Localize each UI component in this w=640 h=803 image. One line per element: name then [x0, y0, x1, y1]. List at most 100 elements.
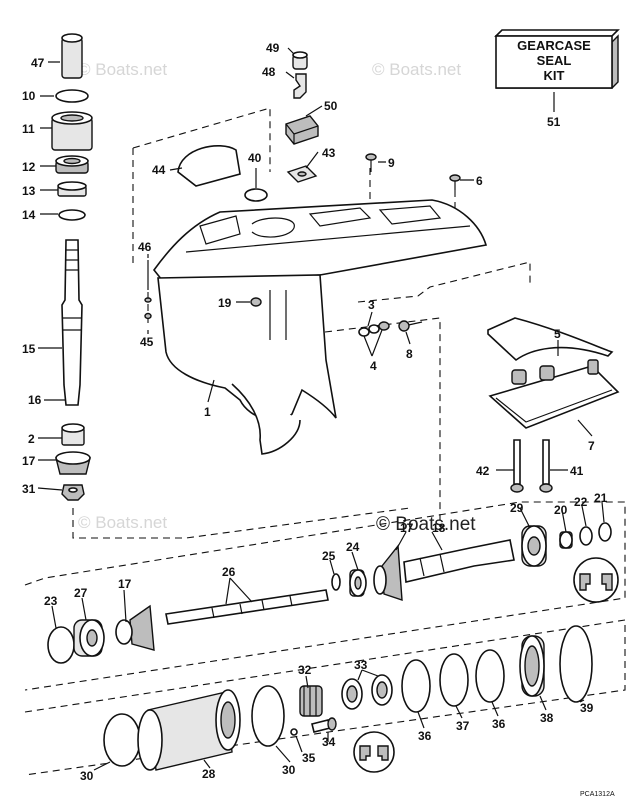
callout-33: 33: [354, 658, 368, 672]
part-48-hose: [293, 73, 307, 99]
callout-51: 51: [547, 115, 561, 129]
seal-tool-icon: [573, 557, 619, 603]
callout-38: 38: [540, 711, 554, 725]
part-36-shim: [401, 659, 431, 713]
part-3-4-fastener-set: [358, 321, 390, 337]
part-43-plate: [286, 165, 318, 183]
guide-line: [132, 107, 271, 172]
seal-tool-icon: [353, 731, 395, 773]
callout-24: 24: [346, 540, 360, 554]
part-24-bearing: [349, 569, 367, 597]
callout-32: 32: [298, 663, 312, 677]
watermark: © Boats.net: [376, 514, 476, 535]
part-27-bearing: [73, 619, 105, 657]
part-29-bearing-carrier: [521, 525, 547, 567]
part-12-bearing: [55, 155, 89, 174]
callout-36: 36: [418, 729, 432, 743]
callout-48: 48: [262, 65, 276, 79]
callout-37: 37: [456, 719, 470, 733]
guide-line: [324, 317, 441, 520]
callout-13: 13: [22, 184, 36, 198]
callout-22: 22: [574, 495, 588, 509]
part-30-o-ring: [103, 713, 141, 767]
callout-34: 34: [322, 735, 336, 749]
callout-18: 18: [432, 521, 446, 535]
part-11-bearing-housing: [51, 111, 93, 151]
callout-17: 17: [22, 454, 36, 468]
part-22-seal: [579, 526, 593, 546]
kit-label-line1: GEARCASE: [517, 38, 591, 53]
part-34-screw: [311, 717, 337, 733]
callout-25: 25: [322, 549, 336, 563]
part-39-o-ring: [559, 625, 593, 703]
callout-40: 40: [248, 151, 262, 165]
guide-line: [24, 619, 626, 776]
part-18-clutch-shaft: [403, 539, 515, 583]
callout-49: 49: [266, 41, 280, 55]
callout-5: 5: [554, 327, 561, 341]
part-23-o-ring: [47, 626, 75, 664]
part-26-propeller-shaft: [165, 589, 329, 625]
callout-4: 4: [370, 359, 377, 373]
part-7-cover-plate: [488, 359, 620, 429]
callout-17: 17: [118, 577, 132, 591]
callout-20: 20: [554, 503, 568, 517]
callout-42: 42: [476, 464, 490, 478]
part-10-seal-ring: [55, 89, 89, 103]
callout-16: 16: [28, 393, 42, 407]
callout-50: 50: [324, 99, 338, 113]
callout-36: 36: [492, 717, 506, 731]
callout-2: 2: [28, 432, 35, 446]
callout-47: 47: [31, 56, 45, 70]
part-32-needle-bearing: [299, 685, 323, 717]
callout-41: 41: [570, 464, 584, 478]
watermark: © Boats.net: [78, 513, 167, 532]
part-36-shim: [475, 649, 505, 703]
part-9-screw: [365, 153, 377, 172]
callout-43: 43: [322, 146, 336, 160]
part-31-nut: [61, 484, 85, 501]
part-44-cover: [177, 145, 241, 187]
part-1-gearcase-housing: [152, 199, 488, 455]
callout-7: 7: [588, 439, 595, 453]
part-21-seal: [598, 522, 612, 542]
part-47-bushing: [61, 33, 83, 79]
part-17-pinion-gear: [55, 451, 91, 475]
callout-45: 45: [140, 335, 154, 349]
part-40-o-ring: [244, 188, 268, 202]
kit-label-line3: KIT: [544, 68, 565, 83]
callout-23: 23: [44, 594, 58, 608]
part-35-ball: [290, 728, 298, 736]
callout-26: 26: [222, 565, 236, 579]
part-5-gasket: [487, 317, 614, 362]
callout-35: 35: [302, 751, 316, 765]
part-17-forward-gear: [115, 604, 155, 651]
part-30-o-ring: [251, 685, 285, 747]
callout-12: 12: [22, 160, 36, 174]
watermark: © Boats.net: [372, 60, 461, 79]
part-8-screw: [398, 320, 423, 332]
part-14-shim: [58, 209, 86, 221]
part-49-grommet: [292, 51, 308, 70]
part-33-seal-pair: [341, 674, 393, 710]
part-2-bearing: [61, 423, 85, 446]
callout-30: 30: [282, 763, 296, 777]
callout-31: 31: [22, 482, 36, 496]
callout-8: 8: [406, 347, 413, 361]
callout-44: 44: [152, 163, 166, 177]
callout-27: 27: [74, 586, 88, 600]
part-41-bolt: [539, 439, 553, 493]
watermark: © Boats.net: [78, 60, 167, 79]
guide-line: [72, 507, 411, 539]
kit-label-line2: SEAL: [537, 53, 572, 68]
diagram-code: PCA1312A: [580, 791, 615, 798]
callout-46: 46: [138, 240, 152, 254]
callout-17: 17: [400, 521, 414, 535]
callout-30: 30: [80, 769, 94, 783]
part-25-washer: [331, 573, 341, 591]
callout-21: 21: [594, 491, 608, 505]
part-28-bearing-housing: [137, 689, 241, 771]
part-13-bearing-race: [57, 181, 87, 197]
part-38-bearing: [519, 635, 545, 697]
